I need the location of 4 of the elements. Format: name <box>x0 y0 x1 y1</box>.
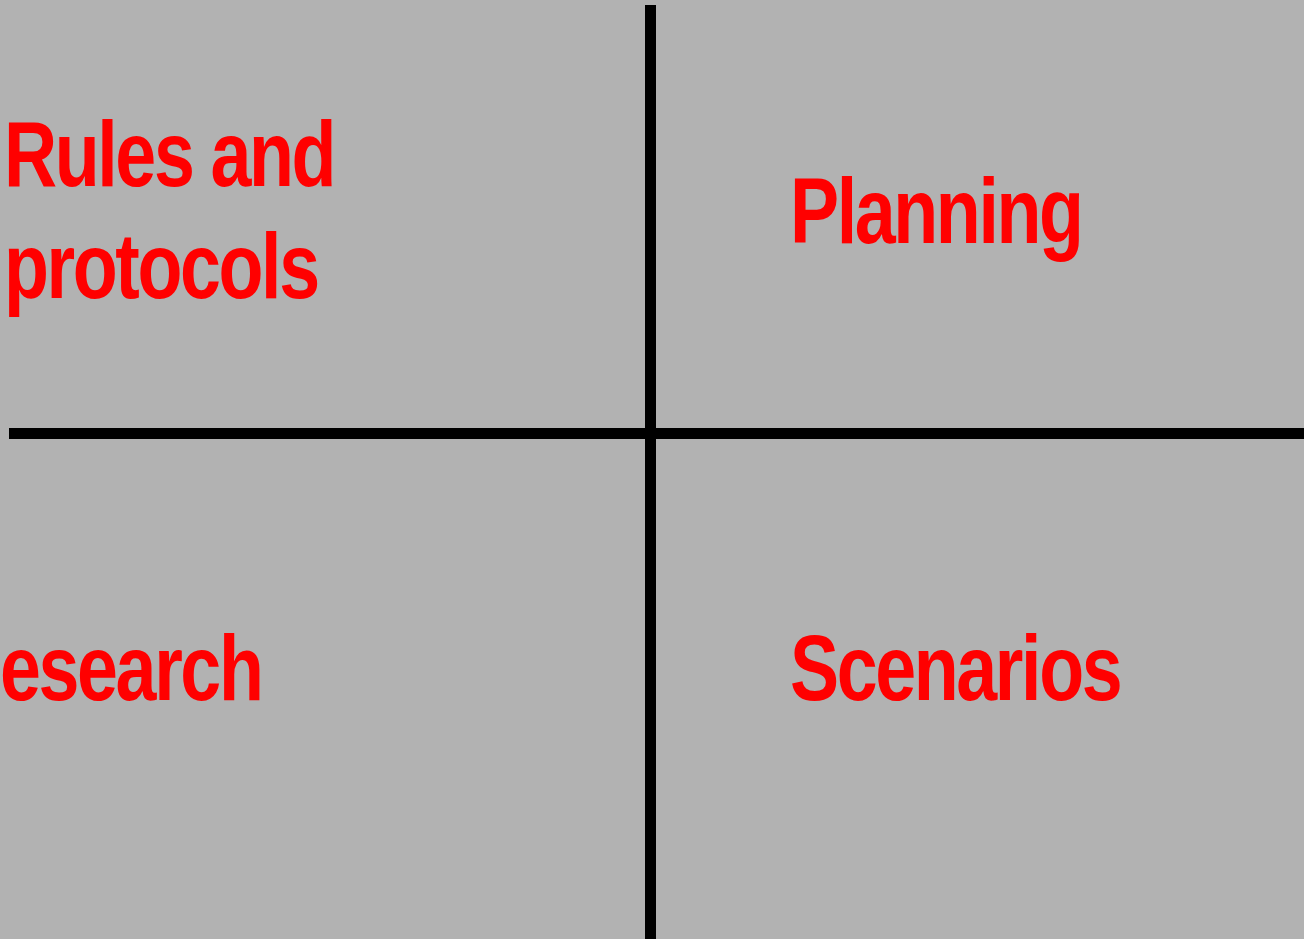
quadrant-label: Rules and protocols <box>4 102 336 319</box>
quadrant-label: Planning <box>790 159 1083 264</box>
quadrant-label: esearch <box>0 616 263 721</box>
quadrant-label: Scenarios <box>790 616 1122 721</box>
